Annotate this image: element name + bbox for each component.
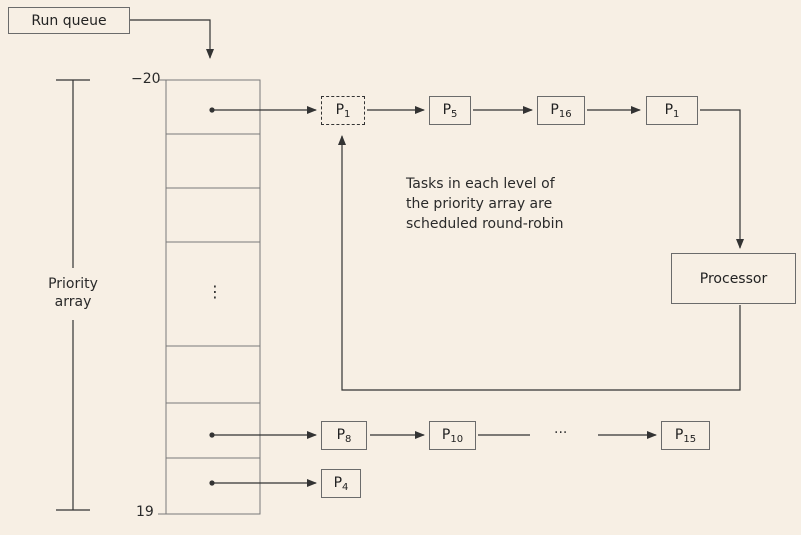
task-p16: P16 [537, 96, 585, 125]
priority-bottom-value: 19 [136, 504, 154, 520]
run-queue-arrow [130, 19, 214, 59]
note-line1: Tasks in each level of [406, 176, 555, 192]
task-p1-tail: P1 [646, 96, 698, 125]
run-queue-label: Run queue [31, 12, 107, 29]
task-p5: P5 [429, 96, 471, 125]
task-p1-current: P1 [321, 96, 365, 125]
priority-array-label-line1: Priority [48, 276, 98, 292]
priority-array-column [165, 79, 261, 515]
p1-to-processor-arrow [700, 109, 744, 249]
priority-middle-dots: ⋮ [207, 282, 223, 301]
task-p10: P10 [429, 421, 476, 450]
note-line3: scheduled round-robin [406, 216, 564, 232]
task-p8: P8 [321, 421, 367, 450]
priority-slot-dividers [166, 133, 260, 459]
run-queue-box: Run queue [8, 7, 130, 34]
task-p4: P4 [321, 469, 361, 498]
processor-label: Processor [699, 270, 768, 287]
lower-row-ellipsis: ··· [554, 425, 568, 441]
note-line2: the priority array are [406, 196, 553, 212]
priority-array-label-line2: array [54, 294, 92, 310]
processor-box: Processor [671, 253, 796, 304]
priority-range-bracket [56, 79, 90, 511]
round-robin-return-arrow [338, 135, 741, 391]
task-p15: P15 [661, 421, 710, 450]
priority-top-value: −20 [131, 71, 161, 87]
priority-array-label: Priority array [36, 275, 110, 311]
round-robin-note: Tasks in each level of the priority arra… [406, 174, 563, 234]
